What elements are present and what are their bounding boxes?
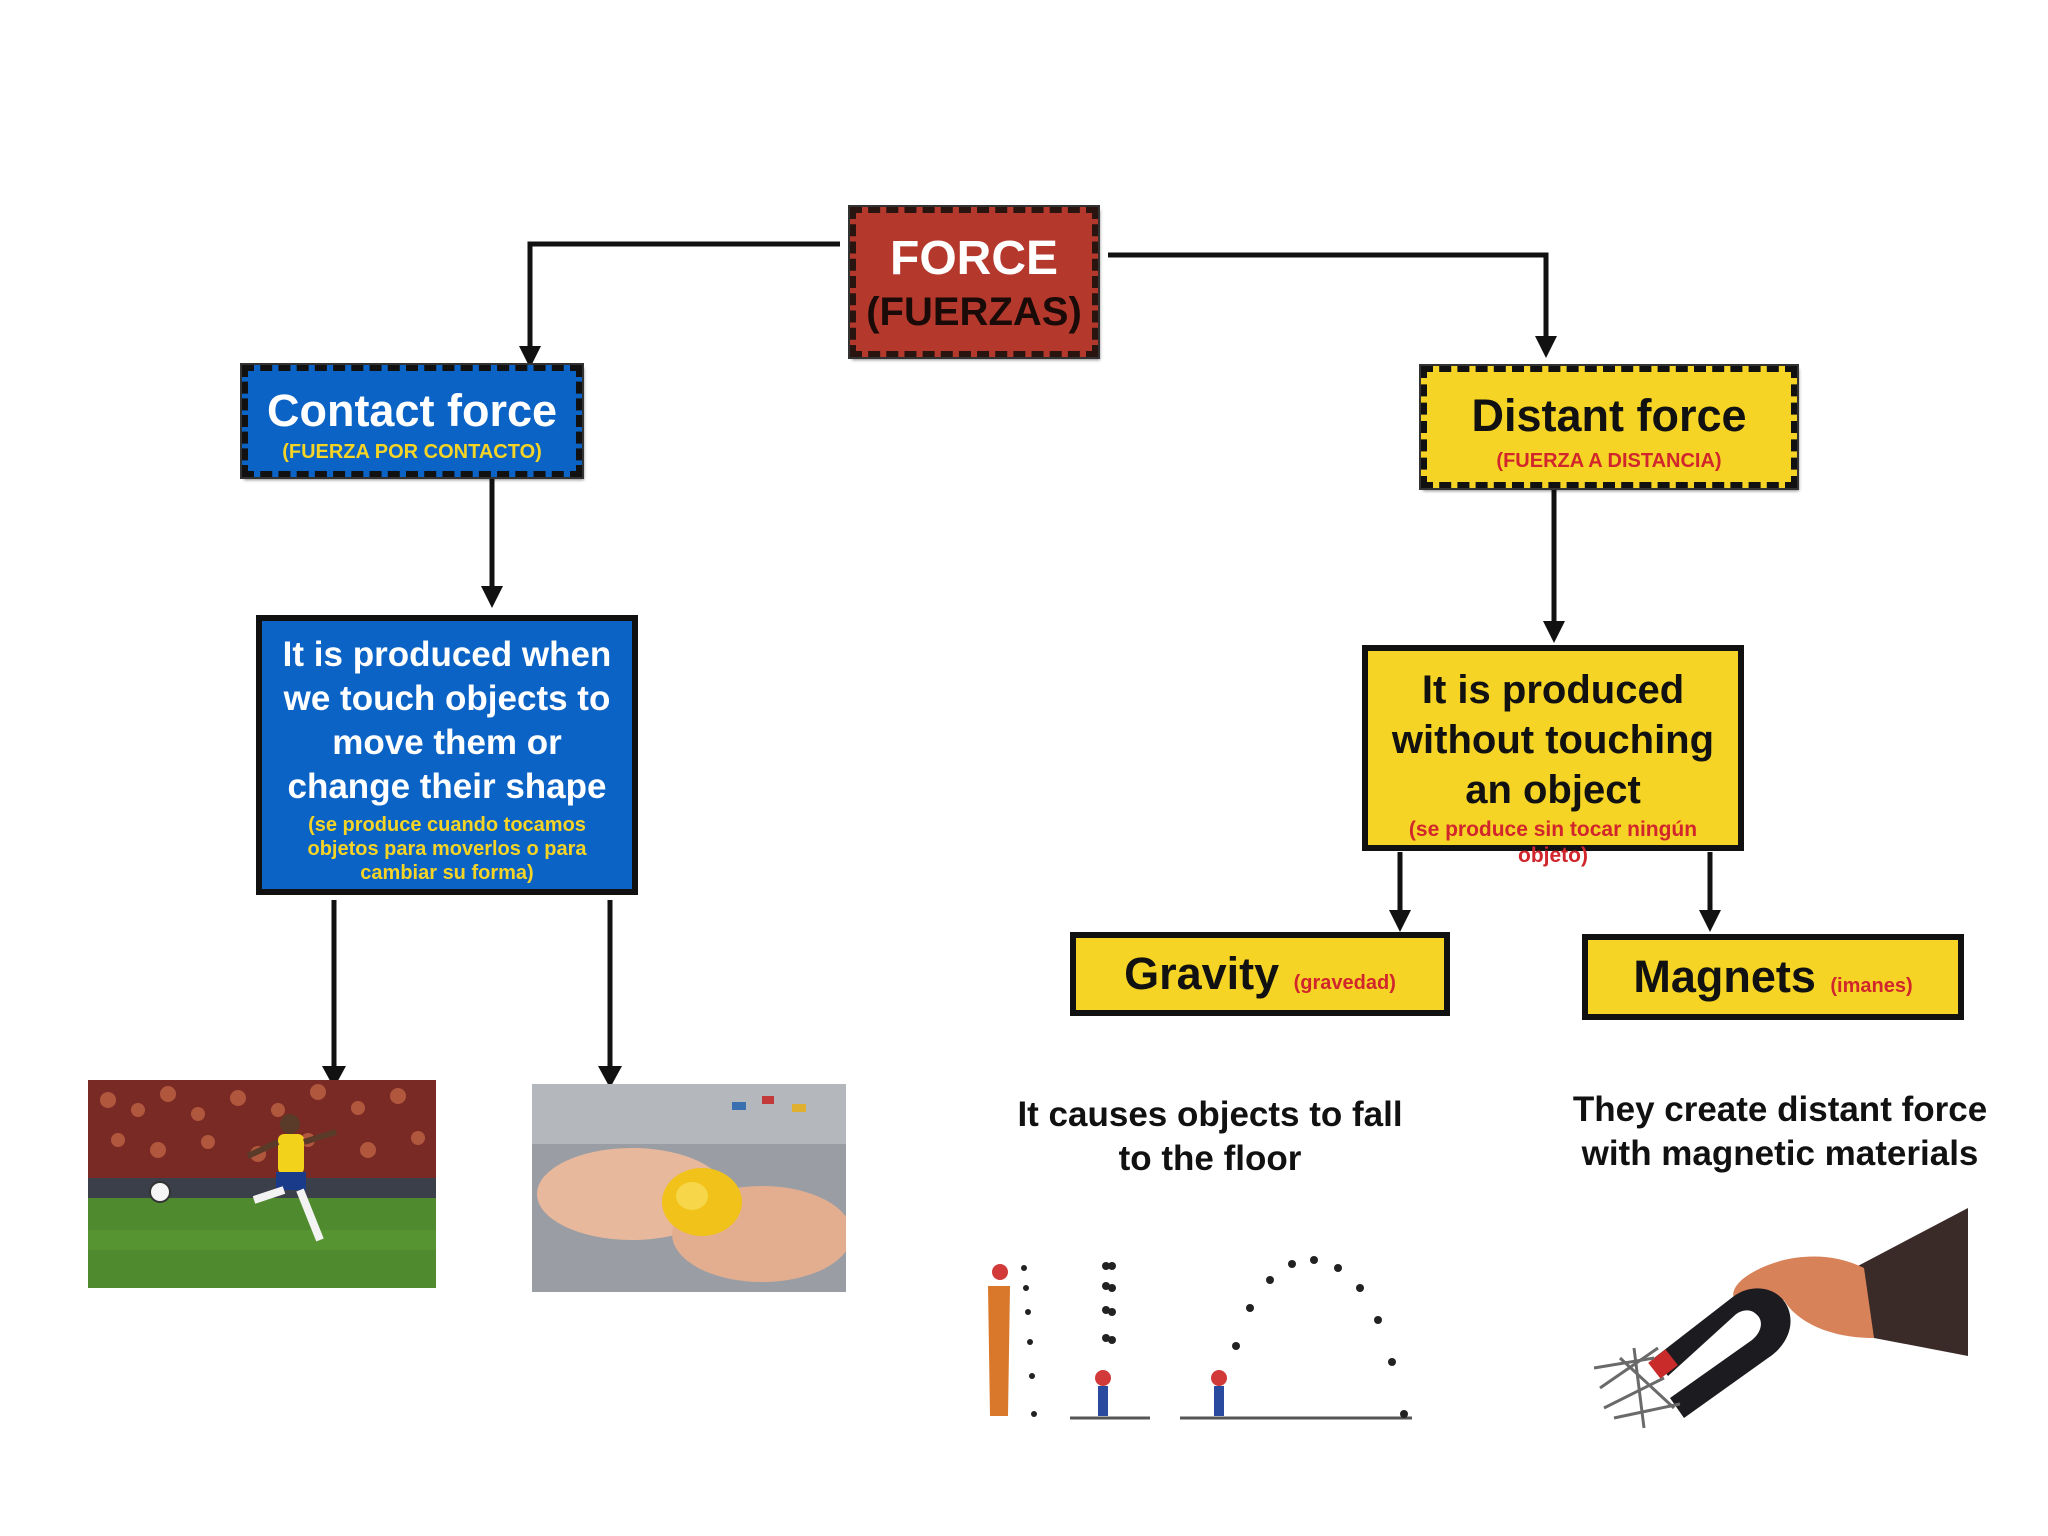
arrowhead-contact — [519, 346, 541, 368]
contact-force-description: It is produced when we touch objects to … — [282, 635, 612, 806]
hands-shaping-clay-photo — [532, 1084, 846, 1292]
force-root-subtitle: (FUERZAS) — [866, 290, 1082, 334]
gravity-subtitle: (gravedad) — [1293, 972, 1396, 994]
arrowhead-distant — [1535, 336, 1557, 358]
distant-force-description-node: It is produced without touching an objec… — [1362, 645, 1744, 867]
contact-force-description-es: (se produce cuando tocamos objetos para … — [307, 814, 587, 884]
arrow-root-to-contact — [527, 241, 840, 350]
contact-force-title: Contact force — [266, 385, 558, 436]
falling-objects-illustration — [980, 1246, 1420, 1426]
hand-holding-magnet-photo — [1584, 1208, 1968, 1448]
arrowhead-gravity — [1389, 910, 1411, 932]
distant-force-title: Distant force — [1471, 390, 1747, 441]
force-root-title: FORCE — [890, 232, 1058, 285]
gravity-caption: It causes objects to fall to the floor — [1017, 1095, 1403, 1178]
distant-force-node: Distant force (FUERZA A DISTANCIA) — [1421, 366, 1797, 488]
contact-force-node: Contact force (FUERZA POR CONTACTO) — [242, 365, 582, 477]
soccer-ball-icon — [149, 1181, 171, 1203]
contact-force-description-node: It is produced when we touch objects to … — [256, 615, 638, 895]
magnets-node: Magnets (imanes) — [1582, 934, 1964, 1020]
distant-force-description: It is produced without touching an objec… — [1391, 668, 1715, 812]
contact-force-subtitle: (FUERZA POR CONTACTO) — [282, 441, 542, 463]
arrowhead-photo-1 — [322, 1066, 346, 1088]
distant-force-description-es: (se produce sin tocar ningún objeto) — [1408, 818, 1698, 867]
distant-force-subtitle: (FUERZA A DISTANCIA) — [1496, 450, 1722, 472]
magnets-subtitle: (imanes) — [1830, 975, 1913, 997]
gravity-node: Gravity (gravedad) — [1070, 932, 1450, 1016]
magnets-title: Magnets — [1633, 951, 1816, 1002]
force-root-node: FORCE (FUERZAS) — [850, 207, 1098, 357]
arrowhead-distant-description — [1543, 621, 1565, 643]
arrow-root-to-distant — [1108, 252, 1549, 340]
arrowhead-magnets — [1699, 910, 1721, 932]
magnets-caption: They create distant force with magnetic … — [1572, 1090, 1988, 1173]
gravity-title: Gravity — [1124, 948, 1280, 999]
soccer-kick-photo — [88, 1080, 436, 1288]
arrowhead-contact-description — [481, 586, 503, 608]
arrowhead-photo-2 — [598, 1066, 622, 1088]
